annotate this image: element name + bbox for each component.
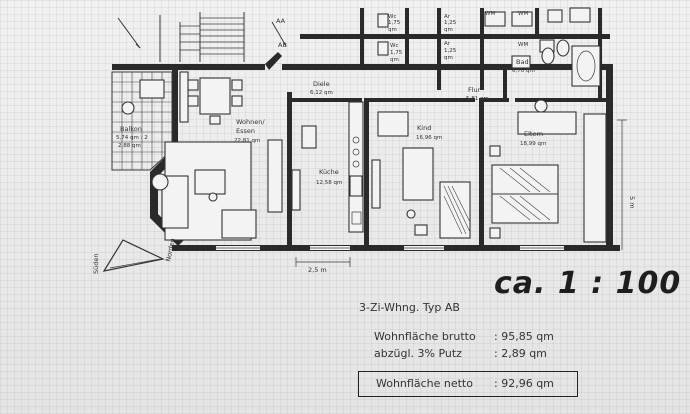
brutto-label: Wohnfläche brutto — [374, 330, 476, 343]
putz-value: : 2,89 qm — [494, 347, 547, 360]
label-ab: AB — [278, 41, 287, 49]
label-essen: Essen — [236, 127, 255, 135]
label-kind: Kind — [417, 124, 431, 132]
netto-value: : 92,96 qm — [494, 377, 554, 390]
label-kueche: Küche — [319, 168, 339, 176]
label-ar-area: 1,25 — [444, 48, 457, 54]
kitchen-furniture — [291, 101, 364, 233]
label-bad: Bad — [516, 58, 529, 66]
label-wohnen: Wohnen/ — [236, 118, 265, 126]
label-ar-top: Ar — [444, 14, 451, 20]
dimension-right: 5 m — [628, 196, 636, 209]
label-wm-top-2: WM — [485, 11, 495, 17]
kid-room-furniture — [371, 111, 471, 239]
netto-box — [358, 371, 578, 397]
label-wc-area: 1,75 — [390, 50, 403, 56]
balcony — [111, 71, 173, 171]
apartment-type: 3-Zi-Whng. Typ AB — [359, 301, 460, 314]
label-diele: Diele — [313, 80, 330, 88]
section-markers — [271, 21, 287, 47]
parents-room-furniture — [489, 99, 607, 243]
label-flur: Flur — [468, 86, 481, 94]
brutto-value: : 95,85 qm — [494, 330, 554, 343]
dimension-lines — [295, 119, 627, 267]
label-wc-top-area: 1,75 — [388, 20, 401, 26]
putz-label: abzügl. 3% Putz — [374, 347, 462, 360]
stairwell — [117, 12, 245, 62]
windows — [216, 246, 564, 250]
label-wm: WM — [518, 42, 528, 48]
netto-label: Wohnfläche netto — [376, 377, 473, 390]
label-eltern: Eltern — [524, 130, 543, 138]
label-kind-area: 16,96 qm — [416, 135, 442, 141]
scale-label: ca. 1 : 100 — [494, 266, 682, 301]
dimension-bottom: 2,5 m — [308, 266, 327, 274]
label-wm-top-1: WM — [518, 11, 528, 17]
label-wohnen-area: 22,81 qm — [234, 138, 260, 144]
label-balkon: Balkon — [120, 125, 142, 133]
label-kueche-area: 12,58 qm — [316, 180, 342, 186]
label-balkon-area-1: 5,74 qm : 2 — [116, 135, 148, 141]
label-wc-top: Wc — [388, 14, 396, 20]
label-balkon-area-2: 2,88 qm — [118, 143, 141, 149]
label-ar-unit: qm — [444, 55, 453, 61]
label-flur-area: 5,81 qm — [466, 96, 489, 102]
label-bad-area: 6,70 qm — [512, 68, 535, 74]
label-aa: AA — [276, 17, 286, 25]
label-wc: Wc — [390, 43, 398, 49]
label-ar: Ar — [444, 41, 451, 47]
label-wc-unit: qm — [390, 57, 399, 63]
bathroom-fixtures — [511, 45, 601, 87]
label-wc-top-unit: qm — [388, 27, 397, 33]
label-eltern-area: 18,99 qm — [520, 141, 546, 147]
compass-arrow — [102, 239, 165, 272]
compass-sueden: Süden — [92, 254, 100, 275]
label-diele-area: 6,12 qm — [310, 90, 333, 96]
label-ar-top-unit: qm — [444, 27, 453, 33]
label-ar-top-area: 1,25 — [444, 20, 457, 26]
living-furniture — [151, 71, 283, 241]
